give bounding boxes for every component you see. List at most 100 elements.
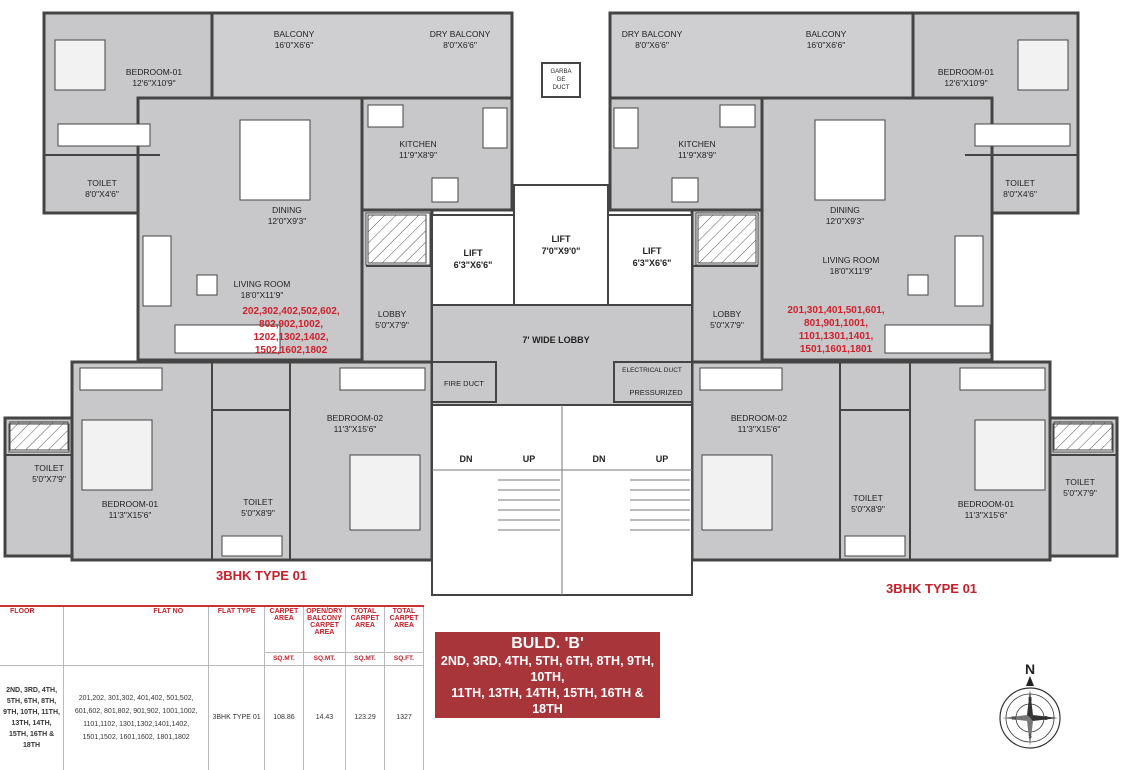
label-toilet-mid-right: TOILET: [853, 493, 883, 503]
label-lift-center: LIFT: [552, 234, 571, 244]
label-lobby-right: LOBBY: [713, 309, 742, 319]
label-bedroom02-right: BEDROOM-02: [731, 413, 787, 423]
cell-total-sqmt: 123.29: [345, 665, 385, 770]
unit-total-sqft: SQ.FT.: [384, 652, 425, 666]
compass-label-w: W: [1012, 716, 1017, 722]
size-bedroom01-top-left: 12'6"X10'9": [132, 78, 175, 88]
th-floor: FLOOR: [0, 607, 65, 666]
label-toilet-mid-left: TOILET: [243, 497, 273, 507]
size-lift-center: 7'0"X9'0": [542, 246, 581, 256]
label-balcony-right: BALCONY: [806, 29, 847, 39]
size-lobby-left: 5'0"X7'9": [375, 320, 409, 330]
garbage-duct-line3: DUCT: [553, 85, 570, 91]
compass-north: N: [1025, 661, 1035, 677]
size-toilet-mid-left: 5'0"X8'9": [241, 508, 275, 518]
label-lift-left: LIFT: [464, 248, 483, 258]
size-living-left: 18'0"X11'9": [241, 290, 284, 300]
size-bedroom02-right: 11'3"X15'6": [738, 424, 781, 434]
label-dining-right: DINING: [830, 205, 860, 215]
size-toilet-right: 5'0"X7'9": [1063, 488, 1097, 498]
floor-plan: BEDROOM-01 12'6"X10'9" TOILET 8'0"X4'6" …: [3, 11, 1119, 596]
electrical-duct: [613, 361, 693, 403]
label-balcony-left: BALCONY: [274, 29, 315, 39]
flat-nos-left-2: 802,902,1002,: [259, 319, 323, 330]
cell-floors: 2ND, 3RD, 4TH, 5TH, 6TH, 8TH, 9TH, 10TH,…: [0, 665, 65, 770]
table-row: 2ND, 3RD, 4TH, 5TH, 6TH, 8TH, 9TH, 10TH,…: [0, 665, 425, 770]
size-dry-balcony-right: 8'0"X6'6": [635, 40, 669, 50]
label-stair-dn-right: DN: [593, 454, 606, 464]
right-furniture: [613, 39, 1114, 557]
building-title: BULD. 'B': [511, 635, 584, 652]
cell-flat-type: 3BHK TYPE 01: [208, 665, 265, 770]
label-living-left: LIVING ROOM: [234, 279, 291, 289]
flat-nos-left-3: 1202,1302,1402,: [253, 332, 328, 343]
flat-nos-right-4: 1501,1601,1801: [800, 344, 873, 355]
label-dry-balcony-left: DRY BALCONY: [430, 29, 491, 39]
right-unit-inner-walls: [692, 97, 1117, 560]
label-stair-dn-left: DN: [460, 454, 473, 464]
size-kitchen-left: 11'9"X8'9": [399, 150, 437, 160]
label-lift-right: LIFT: [643, 246, 662, 256]
unit-total-sqmt: SQ.MT.: [345, 652, 385, 666]
size-balcony-left: 16'0"X6'6": [275, 40, 314, 50]
area-table: FLOOR FLAT NO FLAT TYPE CARPET AREA OPEN…: [0, 605, 425, 770]
label-kitchen-left: KITCHEN: [399, 139, 436, 149]
building-subtitle: FLOOR PLAN: [502, 717, 593, 733]
label-bedroom01-top-right: BEDROOM-01: [938, 67, 994, 77]
size-lift-right: 6'3"X6'6": [633, 258, 672, 268]
garbage-duct-line1: GARBA: [550, 69, 571, 75]
building-floors-line2: 11TH, 13TH, 14TH, 15TH, 16TH & 18TH: [451, 686, 644, 716]
building-title-box: BULD. 'B' 2ND, 3RD, 4TH, 5TH, 6TH, 8TH, …: [435, 632, 660, 733]
shafts: [9, 214, 1113, 451]
compass-label-s: S: [1028, 734, 1032, 740]
fire-duct: [431, 361, 497, 403]
size-toilet-top-left: 8'0"X4'6": [85, 189, 119, 199]
label-toilet-top-right: TOILET: [1005, 178, 1035, 188]
cell-carpet: 108.86: [264, 665, 304, 770]
building-floors-line1: 2ND, 3RD, 4TH, 5TH, 6TH, 8TH, 9TH, 10TH,: [440, 654, 655, 684]
label-bedroom01-top-left: BEDROOM-01: [126, 67, 182, 77]
room-balcony-right: [608, 11, 915, 100]
garbage-duct-line2: GE: [557, 77, 566, 83]
lift-right: [607, 214, 693, 306]
label-fire-duct: FIRE DUCT: [444, 379, 484, 388]
label-electrical-duct: ELECTRICAL DUCT: [622, 367, 682, 374]
size-dining-left: 12'0"X9'3": [268, 216, 307, 226]
room-balcony-left: [210, 11, 514, 100]
stair-treads: [432, 405, 692, 595]
size-toilet-left: 5'0"X7'9": [32, 474, 66, 484]
th-flat-no: FLAT NO: [63, 607, 210, 666]
label-bedroom02-left: BEDROOM-02: [327, 413, 383, 423]
compass-label-n: N: [1028, 697, 1032, 703]
size-bedroom01-top-right: 12'6"X10'9": [944, 78, 987, 88]
label-toilet-left: TOILET: [34, 463, 64, 473]
size-toilet-mid-right: 5'0"X8'9": [851, 504, 885, 514]
size-dining-right: 12'0"X9'3": [826, 216, 865, 226]
th-balcony: OPEN/DRY BALCONY CARPET AREA: [303, 607, 347, 653]
flat-nos-right-3: 1101,1301,1401,: [799, 331, 874, 342]
label-wide-lobby: 7' WIDE LOBBY: [522, 335, 589, 345]
size-lobby-right: 5'0"X7'9": [710, 320, 744, 330]
label-bedroom01-bottom-right: BEDROOM-01: [958, 499, 1014, 509]
unit-type-left: 3BHK TYPE 01: [216, 568, 307, 583]
size-bedroom01-bottom-right: 11'3"X15'6": [965, 510, 1008, 520]
size-bedroom02-left: 11'3"X15'6": [334, 424, 377, 434]
size-bedroom01-bottom-left: 11'3"X15'6": [109, 510, 152, 520]
label-lobby-left: LOBBY: [378, 309, 407, 319]
flat-nos-right-2: 801,901,1001,: [804, 318, 868, 329]
label-toilet-right: TOILET: [1065, 477, 1095, 487]
cell-balcony: 14.43: [303, 665, 347, 770]
core: [431, 62, 693, 596]
label-dry-balcony-right: DRY BALCONY: [622, 29, 683, 39]
unit-type-right: 3BHK TYPE 01: [886, 581, 977, 596]
label-kitchen-right: KITCHEN: [678, 139, 715, 149]
size-toilet-top-right: 8'0"X4'6": [1003, 189, 1037, 199]
compass-icon: N N E S W: [999, 661, 1061, 749]
label-stair-up-right: UP: [656, 454, 669, 464]
flat-nos-left-4: 1502,1602,1802: [255, 345, 328, 356]
left-unit-inner-walls: [5, 97, 432, 560]
unit-carpet: SQ.MT.: [264, 652, 304, 666]
garbage-duct: [541, 62, 581, 98]
size-dry-balcony-left: 8'0"X6'6": [443, 40, 477, 50]
compass-label-e: E: [1044, 716, 1048, 722]
